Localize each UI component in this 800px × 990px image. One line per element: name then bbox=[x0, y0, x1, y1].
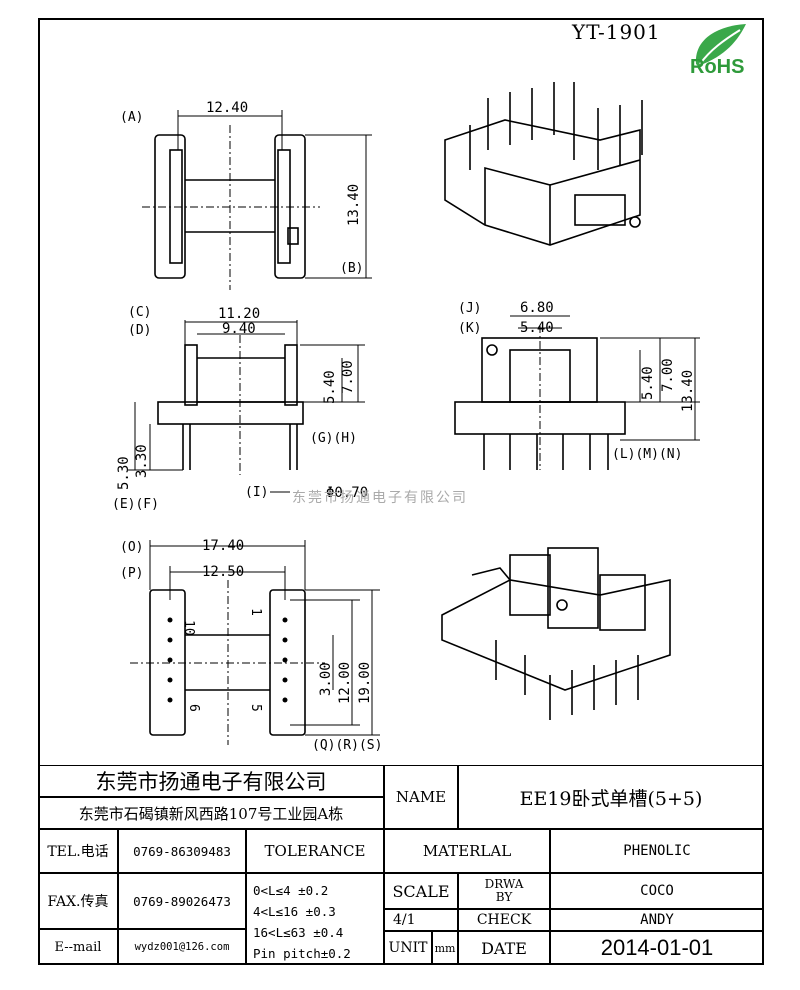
label-a: (A) bbox=[120, 110, 143, 125]
dim-side-540: 5.40 bbox=[640, 366, 656, 400]
dim-side-700: 7.00 bbox=[660, 358, 676, 392]
fax-value: 0769-89026473 bbox=[118, 873, 246, 929]
name-label: NAME bbox=[384, 765, 458, 829]
tolerance-row-2: 4<L≤16 ±0.3 bbox=[253, 904, 336, 919]
dim-o: 17.40 bbox=[202, 538, 244, 554]
label-k: (K) bbox=[458, 321, 481, 336]
tolerance-row-1: 0<L≤4 ±0.2 bbox=[253, 883, 329, 898]
dim-pin: Φ0.70 bbox=[326, 485, 368, 501]
pin-label-10: 10 bbox=[181, 620, 196, 636]
label-lmn: (L)(M)(N) bbox=[612, 447, 682, 462]
label-p: (P) bbox=[120, 566, 143, 581]
unit-value: mm bbox=[432, 931, 458, 965]
side-view-drawing bbox=[454, 315, 700, 470]
dim-bottom-1900: 19.00 bbox=[357, 662, 373, 704]
email-value: wydz001@126.com bbox=[118, 929, 246, 965]
dim-front-540: 5.40 bbox=[322, 370, 338, 404]
unit-label: UNIT bbox=[384, 931, 432, 965]
email-label: E--mail bbox=[38, 929, 118, 965]
material-value: PHENOLIC bbox=[550, 829, 764, 873]
bottom-view-drawing bbox=[130, 540, 380, 745]
fax-label: FAX.传真 bbox=[38, 873, 118, 929]
pin-label-1: 1 bbox=[248, 608, 263, 616]
tolerance-label: TOLERANCE bbox=[246, 829, 384, 873]
pin-label-5: 5 bbox=[248, 704, 263, 712]
label-b: (B) bbox=[340, 261, 363, 276]
scale-label: SCALE bbox=[384, 873, 458, 909]
date-value: 2014-01-01 bbox=[550, 931, 764, 965]
dim-a: 12.40 bbox=[206, 100, 248, 116]
dim-bottom-300: 3.00 bbox=[318, 662, 334, 696]
check-label: CHECK bbox=[458, 909, 550, 931]
material-label: MATERLAL bbox=[384, 829, 550, 873]
drawn-value: COCO bbox=[550, 873, 764, 909]
top-view-drawing bbox=[142, 110, 372, 290]
dim-j: 6.80 bbox=[520, 300, 554, 316]
company-address: 东莞市石碣镇新风西路107号工业园A栋 bbox=[38, 797, 384, 829]
tolerance-row-3: 16<L≤63 ±0.4 bbox=[253, 925, 344, 940]
name-value: EE19卧式单槽(5+5) bbox=[458, 765, 764, 829]
check-value: ANDY bbox=[550, 909, 764, 931]
label-j: (J) bbox=[458, 301, 481, 316]
pin-label-6: 6 bbox=[186, 704, 201, 712]
front-view-drawing bbox=[128, 320, 365, 493]
tolerance-table: 0<L≤4 ±0.2 4<L≤16 ±0.3 16<L≤63 ±0.4 Pin … bbox=[246, 873, 384, 965]
iso-view-bottom-drawing bbox=[441, 547, 671, 720]
dim-b: 13.40 bbox=[346, 184, 362, 226]
drawn-label: DRWA BY bbox=[458, 873, 550, 909]
company-name: 东莞市扬通电子有限公司 bbox=[38, 765, 384, 797]
dim-front-530: 5.30 bbox=[116, 456, 132, 490]
dim-c: 11.20 bbox=[218, 306, 260, 322]
label-o: (O) bbox=[120, 540, 143, 555]
label-ef: (E)(F) bbox=[112, 497, 159, 512]
label-d: (D) bbox=[128, 323, 151, 338]
dim-p: 12.50 bbox=[202, 564, 244, 580]
tel-value: 0769-86309483 bbox=[118, 829, 246, 873]
dim-k: 5.40 bbox=[520, 320, 554, 336]
label-i: (I) bbox=[245, 485, 268, 500]
label-qrs: (Q)(R)(S) bbox=[312, 738, 382, 753]
date-label: DATE bbox=[458, 931, 550, 965]
watermark: 东莞市扬通电子有限公司 bbox=[292, 489, 468, 506]
drawing-number: YT-1901 bbox=[572, 20, 661, 44]
dim-front-700: 7.00 bbox=[340, 360, 356, 394]
scale-value: 4/1 bbox=[384, 909, 458, 931]
dim-bottom-1200: 12.00 bbox=[337, 662, 353, 704]
label-c: (C) bbox=[128, 305, 151, 320]
label-gh: (G)(H) bbox=[310, 431, 357, 446]
dim-front-330: 3.30 bbox=[134, 444, 150, 478]
rohs-leaf-icon bbox=[695, 24, 746, 66]
tel-label: TEL.电话 bbox=[38, 829, 118, 873]
tolerance-row-4: Pin pitch±0.2 bbox=[253, 946, 351, 961]
rohs-label: RoHS bbox=[690, 56, 745, 78]
dim-side-1340: 13.40 bbox=[680, 370, 696, 412]
iso-view-top-drawing bbox=[444, 82, 643, 246]
dim-d: 9.40 bbox=[222, 321, 256, 337]
